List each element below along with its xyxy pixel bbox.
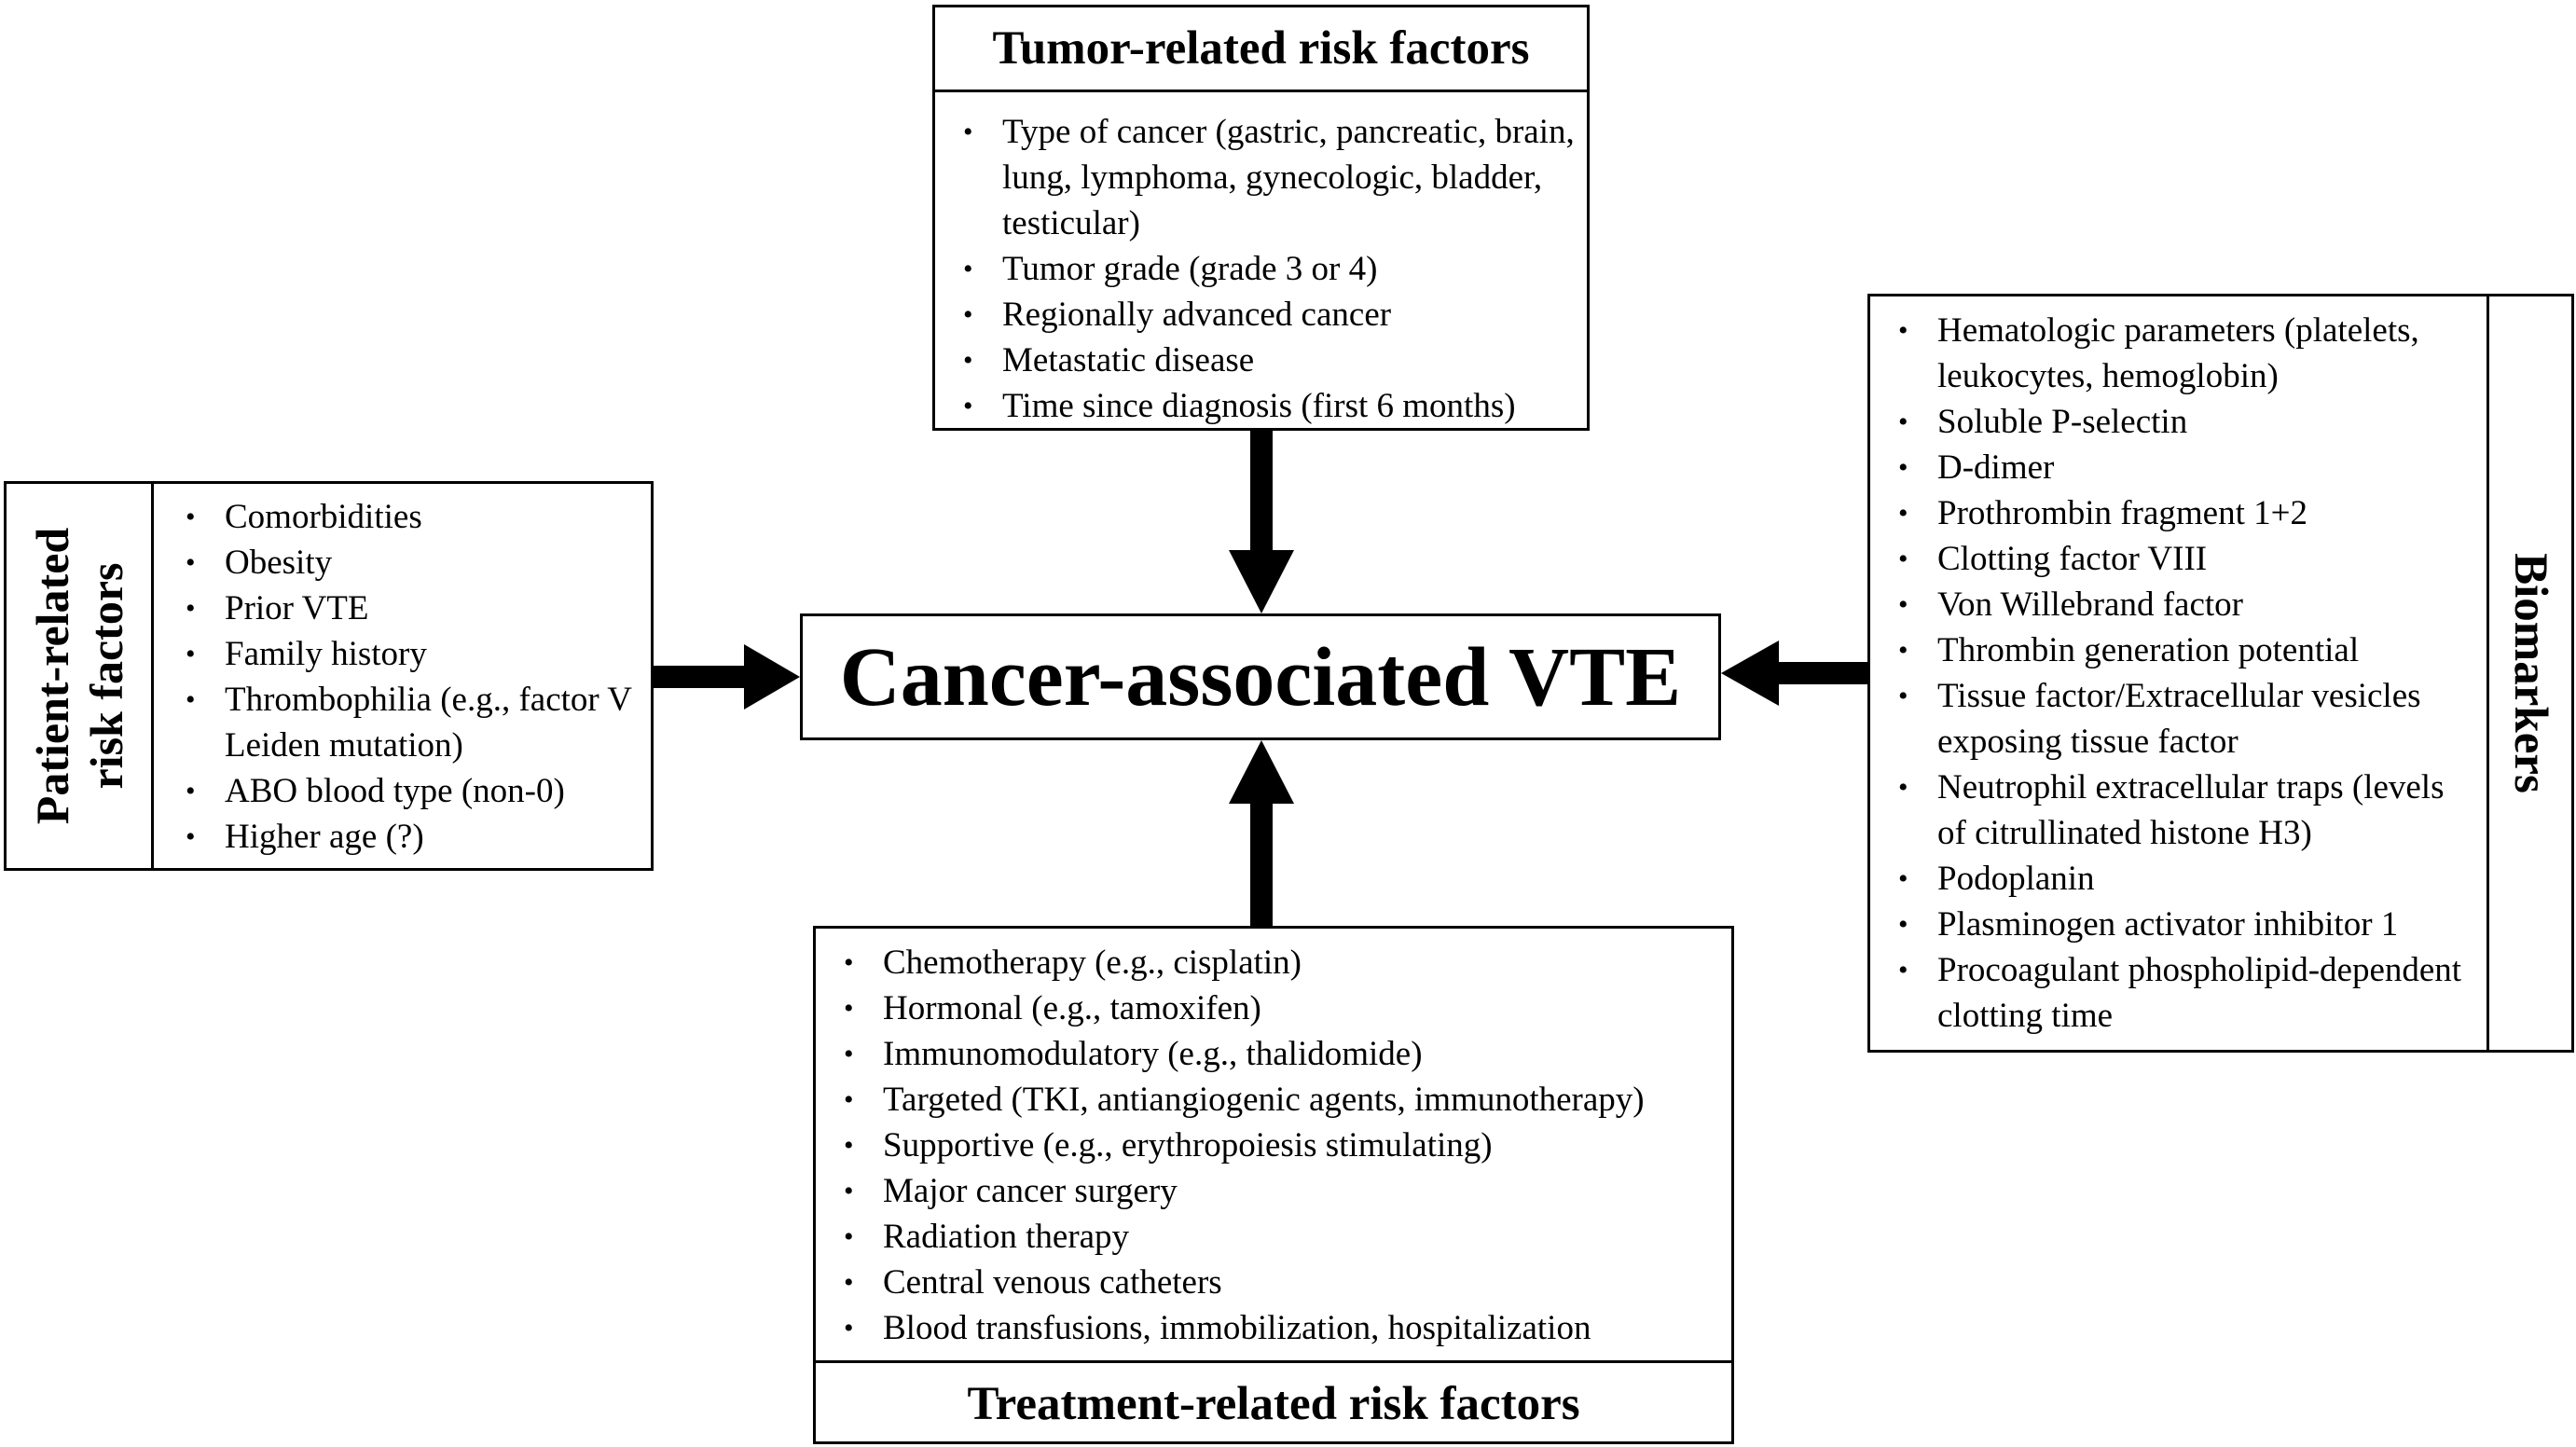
list-item: Family history bbox=[172, 631, 639, 677]
list-item: Hormonal (e.g., tamoxifen) bbox=[831, 985, 1731, 1031]
list-item: Chemotherapy (e.g., cisplatin) bbox=[831, 940, 1731, 985]
tumor-header-label: Tumor-related risk factors bbox=[992, 22, 1530, 75]
list-item: Podoplanin bbox=[1885, 856, 2473, 902]
list-item: Thrombophilia (e.g., factor V Leiden mut… bbox=[172, 677, 639, 768]
arrow-tumor-to-center bbox=[1229, 429, 1294, 613]
list-item: ABO blood type (non-0) bbox=[172, 768, 639, 814]
patient-header-line2: risk factors bbox=[79, 562, 132, 790]
biomarkers-header: Biomarkers bbox=[2486, 296, 2571, 1050]
list-item: Regionally advanced cancer bbox=[950, 292, 1587, 338]
arrow-patient-to-center bbox=[653, 644, 800, 710]
list-item: Type of cancer (gastric, pancreatic, bra… bbox=[950, 109, 1587, 246]
biomarkers-header-label: Biomarkers bbox=[2504, 553, 2556, 793]
treatment-header-label: Treatment-related risk factors bbox=[967, 1377, 1580, 1430]
arrow-biomarkers-to-center bbox=[1721, 641, 1870, 706]
list-item: Higher age (?) bbox=[172, 814, 639, 860]
list-item: Thrombin generation potential bbox=[1885, 627, 2473, 673]
list-item: Von Willebrand factor bbox=[1885, 582, 2473, 627]
tumor-risk-factors-header: Tumor-related risk factors bbox=[935, 7, 1587, 92]
list-item: Obesity bbox=[172, 540, 639, 586]
arrow-treatment-to-center bbox=[1229, 740, 1294, 928]
list-item: Radiation therapy bbox=[831, 1214, 1731, 1260]
list-item: Neutrophil extracellular traps (levels o… bbox=[1885, 765, 2473, 856]
treatment-risk-factors-header: Treatment-related risk factors bbox=[816, 1363, 1731, 1444]
patient-header-line1: Patient-related bbox=[25, 527, 78, 825]
treatment-risk-factors-list: Chemotherapy (e.g., cisplatin) Hormonal … bbox=[831, 940, 1731, 1351]
list-item: Comorbidities bbox=[172, 494, 639, 540]
list-item: Prior VTE bbox=[172, 586, 639, 631]
list-item: Time since diagnosis (first 6 months) bbox=[950, 383, 1587, 429]
list-item: Procoagulant phospholipid-dependent clot… bbox=[1885, 947, 2473, 1039]
tumor-risk-factors-list: Type of cancer (gastric, pancreatic, bra… bbox=[950, 109, 1587, 429]
list-item: Soluble P-selectin bbox=[1885, 399, 2473, 445]
cancer-associated-vte-box: Cancer-associated VTE bbox=[800, 613, 1721, 740]
patient-risk-factors-box: Patient-related risk factors Comorbiditi… bbox=[4, 481, 654, 871]
list-item: Tissue factor/Extracellular vesicles exp… bbox=[1885, 673, 2473, 765]
list-item: Immunomodulatory (e.g., thalidomide) bbox=[831, 1031, 1731, 1077]
list-item: Central venous catheters bbox=[831, 1260, 1731, 1305]
list-item: Prothrombin fragment 1+2 bbox=[1885, 490, 2473, 536]
biomarkers-list: Hematologic parameters (platelets, leuko… bbox=[1885, 308, 2473, 1039]
patient-risk-factors-header: Patient-related risk factors bbox=[7, 484, 154, 868]
list-item: Major cancer surgery bbox=[831, 1168, 1731, 1214]
list-item: Blood transfusions, immobilization, hosp… bbox=[831, 1305, 1731, 1351]
list-item: Tumor grade (grade 3 or 4) bbox=[950, 246, 1587, 292]
list-item: D-dimer bbox=[1885, 445, 2473, 490]
list-item: Clotting factor VIII bbox=[1885, 536, 2473, 582]
center-title: Cancer-associated VTE bbox=[839, 630, 1682, 724]
list-item: Plasminogen activator inhibitor 1 bbox=[1885, 902, 2473, 947]
list-item: Metastatic disease bbox=[950, 338, 1587, 383]
tumor-risk-factors-box: Tumor-related risk factors Type of cance… bbox=[932, 5, 1590, 431]
list-item: Targeted (TKI, antiangiogenic agents, im… bbox=[831, 1077, 1731, 1123]
patient-risk-factors-list: Comorbidities Obesity Prior VTE Family h… bbox=[172, 494, 639, 860]
treatment-risk-factors-box: Chemotherapy (e.g., cisplatin) Hormonal … bbox=[813, 926, 1734, 1444]
list-item: Hematologic parameters (platelets, leuko… bbox=[1885, 308, 2473, 399]
list-item: Supportive (e.g., erythropoiesis stimula… bbox=[831, 1123, 1731, 1168]
biomarkers-box: Hematologic parameters (platelets, leuko… bbox=[1867, 294, 2574, 1053]
